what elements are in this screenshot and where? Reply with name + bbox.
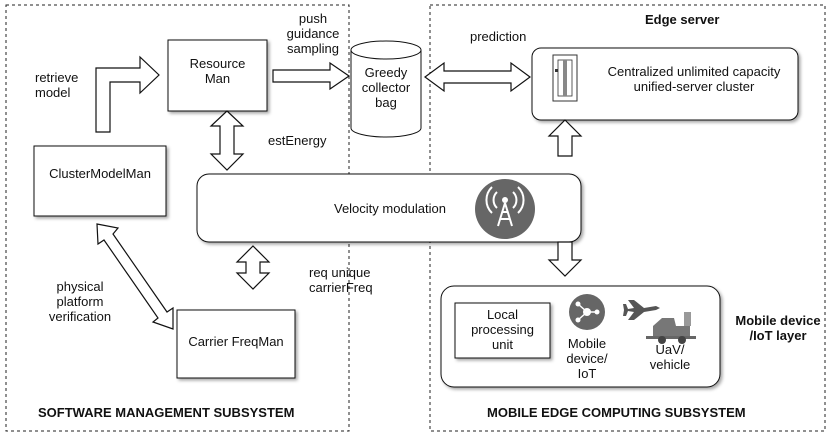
req-unique-label: req unique carrierFreq xyxy=(309,265,373,295)
uav-vehicle-label: UaV/ vehicle xyxy=(649,342,691,372)
local-processing-box xyxy=(454,302,551,359)
drone-icon xyxy=(623,300,660,320)
greedy-collector-bag xyxy=(350,40,422,138)
mobile-layer-title: Mobile device /IoT layer xyxy=(735,313,821,343)
server-rack-icon xyxy=(552,54,578,102)
vehicle-icon xyxy=(646,312,696,344)
cluster-model-man-box xyxy=(33,145,167,217)
local-processing-label: Local processing unit xyxy=(471,307,534,352)
broadcast-antenna-icon xyxy=(475,179,535,239)
velocity-modulation-label: Velocity modulation xyxy=(333,201,446,216)
est-energy-arrow xyxy=(209,110,245,171)
push-guidance-label: push guidance sampling xyxy=(286,11,340,56)
greedy-bag-label: Greedy collector bag xyxy=(361,65,411,110)
physical-verification-arrow xyxy=(96,223,174,330)
prediction-arrow xyxy=(423,61,532,93)
req-unique-arrow xyxy=(235,245,271,290)
push-guidance-arrow xyxy=(272,61,351,91)
cluster-model-man-label: ClusterModelMan xyxy=(49,166,151,181)
retrieve-model-arrow xyxy=(95,55,160,133)
edge-cluster-label: Centralized unlimited capacity unified-s… xyxy=(607,64,781,94)
prediction-label: prediction xyxy=(470,29,527,44)
software-subsystem-title: SOFTWARE MANAGEMENT SUBSYSTEM xyxy=(38,405,295,420)
edge-server-title: Edge server xyxy=(645,12,720,27)
retrieve-model-label: retrieve model xyxy=(35,70,79,100)
mobile-device-label: Mobile device/ IoT xyxy=(566,336,608,381)
physical-verification-label: physical platform verification xyxy=(48,279,112,324)
carrier-freqman-label: Carrier FreqMan xyxy=(188,334,284,349)
resource-man-label: Resource Man xyxy=(189,56,246,86)
velocity-mobile-arrow xyxy=(547,241,583,277)
est-energy-label: estEnergy xyxy=(268,133,327,148)
resource-man-box xyxy=(167,39,268,112)
mec-subsystem-title: MOBILE EDGE COMPUTING SUBSYSTEM xyxy=(487,405,746,420)
edge-server-box xyxy=(531,47,799,121)
edge-velocity-arrow xyxy=(547,119,583,157)
carrier-freqman-box xyxy=(176,309,296,379)
mobile-device-hub-icon xyxy=(569,294,605,330)
